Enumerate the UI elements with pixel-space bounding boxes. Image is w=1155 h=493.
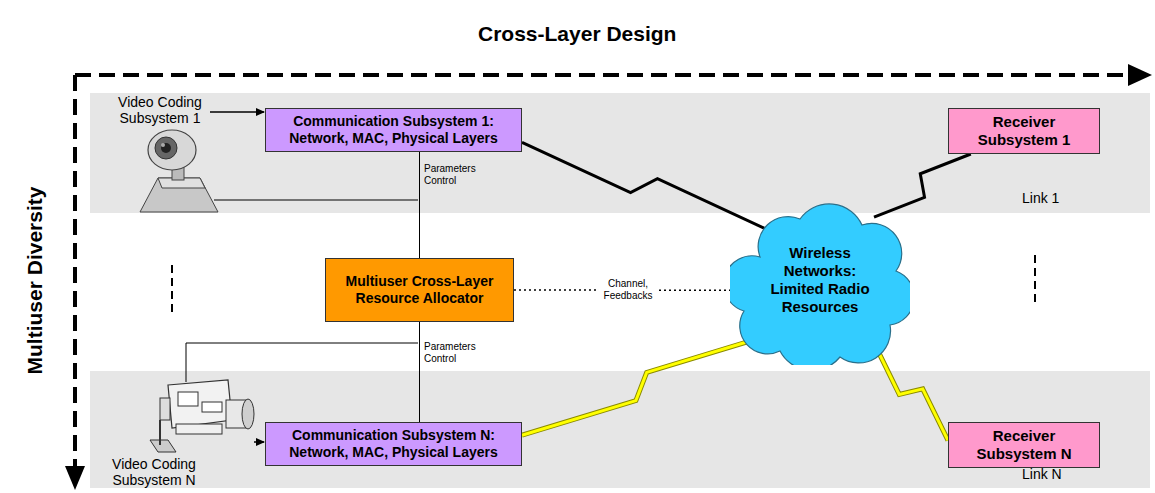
connector <box>874 154 971 217</box>
link-band <box>90 371 1150 488</box>
axis-head <box>1128 64 1152 86</box>
node-text: Receiver Subsystem 1 <box>969 113 1079 149</box>
multiuser-axis <box>73 75 77 468</box>
signal-label: Parameters Control <box>424 163 484 187</box>
connector <box>874 343 948 441</box>
receiver-box: Receiver Subsystem N <box>948 422 1100 468</box>
wireless-cloud: Wireless Networks: Limited Radio Resourc… <box>730 195 910 365</box>
connector <box>419 152 420 258</box>
node-text: Receiver Subsystem N <box>969 427 1079 463</box>
edge-label: Channel, Feedbacks <box>598 278 658 302</box>
subsystem-label: Video Coding Subsystem N <box>92 456 216 488</box>
node-text: Multiuser Cross-Layer Resource Allocator <box>332 273 507 307</box>
node-text: Communication Subsystem 1: Network, MAC,… <box>272 113 515 147</box>
video-stream-arrow <box>210 111 264 113</box>
receiver-box: Receiver Subsystem 1 <box>948 108 1100 154</box>
control-wire <box>214 200 418 201</box>
link-label: Link N <box>1022 466 1102 482</box>
subsystem-label: Video Coding Subsystem 1 <box>98 94 222 126</box>
control-wire <box>186 343 418 382</box>
camcorder-icon <box>150 380 254 452</box>
link-band <box>90 93 1150 213</box>
connector <box>522 142 766 229</box>
communication-box: Communication Subsystem 1: Network, MAC,… <box>265 108 522 152</box>
webcam-icon <box>140 130 218 212</box>
axis-head <box>65 466 85 490</box>
allocator-box: Multiuser Cross-Layer Resource Allocator <box>325 258 514 322</box>
node-text: Communication Subsystem N: Network, MAC,… <box>272 427 515 461</box>
node-text: Wireless Networks: Limited Radio Resourc… <box>770 244 870 316</box>
video-stream-arrow <box>254 441 264 443</box>
ellipsis-dash <box>1034 255 1036 302</box>
connector <box>522 338 761 435</box>
diagram-title: Cross-Layer Design <box>478 22 676 46</box>
signal-label: Parameters Control <box>424 341 484 365</box>
link-label: Link 1 <box>1022 190 1102 206</box>
cross-layer-axis <box>75 73 1130 77</box>
axis-label: Multiuser Diversity <box>23 187 46 375</box>
ellipsis-dash <box>171 265 173 312</box>
communication-box: Communication Subsystem N: Network, MAC,… <box>265 422 522 466</box>
connector <box>419 322 420 422</box>
